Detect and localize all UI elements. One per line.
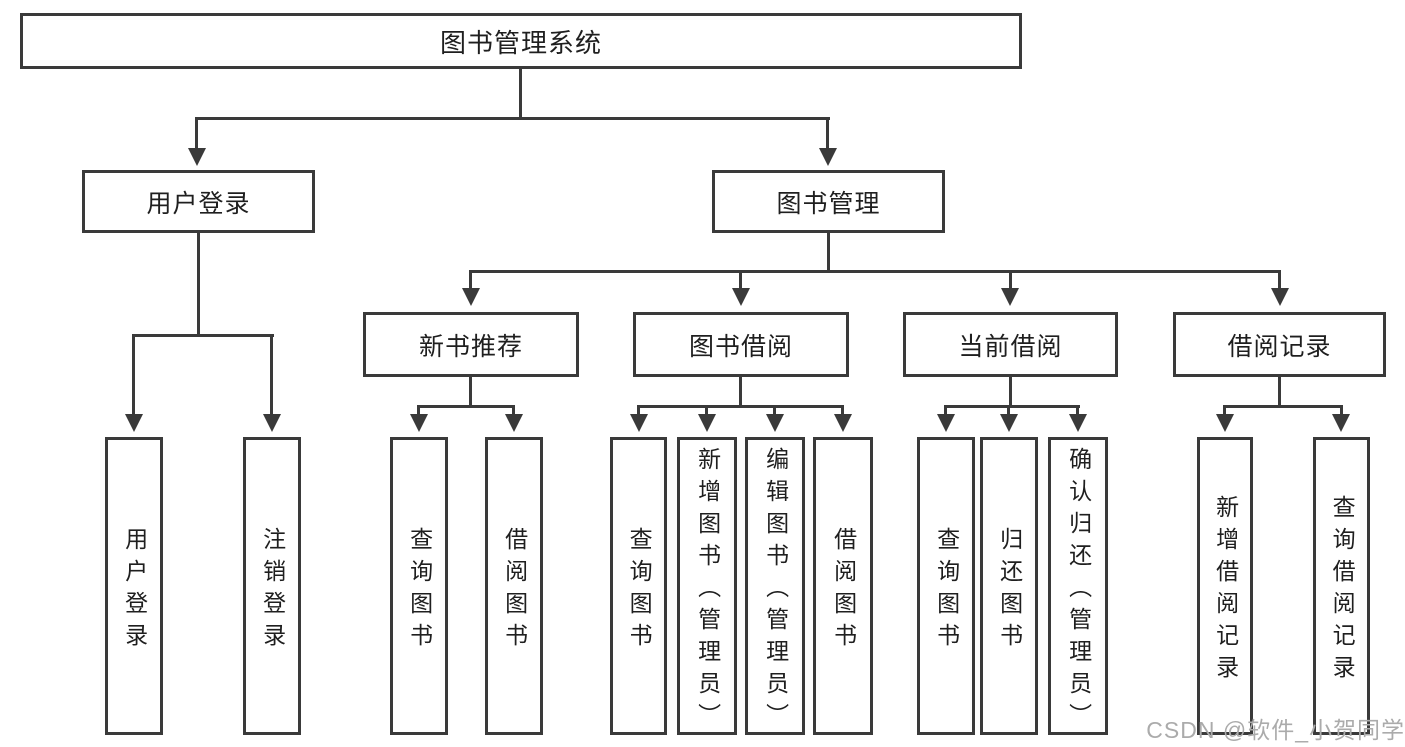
connector-line xyxy=(1076,405,1079,417)
leaf-label: 用户登录 xyxy=(121,526,148,655)
connector-line xyxy=(469,270,1281,273)
arrowhead-icon xyxy=(732,288,750,306)
leaf-label: 查询借阅记录 xyxy=(1329,494,1356,687)
connector-line xyxy=(1278,270,1281,290)
connector-line xyxy=(773,405,776,417)
connector-line xyxy=(417,405,514,408)
arrowhead-icon xyxy=(819,148,837,166)
arrowhead-icon xyxy=(834,414,852,432)
node-borrow-records: 借阅记录 xyxy=(1173,312,1386,377)
leaf-borrow-book-recommend: 借阅图书 xyxy=(485,437,543,735)
leaf-label: 查询图书 xyxy=(626,526,653,655)
leaf-label: 借阅图书 xyxy=(830,526,857,655)
connector-line xyxy=(519,67,522,119)
connector-line xyxy=(739,270,742,290)
leaf-label: 借阅图书 xyxy=(501,526,528,655)
connector-line xyxy=(1007,405,1010,417)
arrowhead-icon xyxy=(505,414,523,432)
arrowhead-icon xyxy=(1069,414,1087,432)
connector-line xyxy=(1278,376,1281,407)
connector-line xyxy=(469,376,472,407)
arrowhead-icon xyxy=(630,414,648,432)
connector-line xyxy=(270,334,273,416)
leaf-confirm-return-admin: 确认归还（管理员） xyxy=(1048,437,1108,735)
connector-line xyxy=(417,405,420,417)
arrowhead-icon xyxy=(937,414,955,432)
connector-line xyxy=(132,334,274,337)
leaf-label: 确认归还（管理员） xyxy=(1065,446,1092,735)
connector-line xyxy=(196,117,830,120)
node-current-borrow: 当前借阅 xyxy=(903,312,1118,377)
node-new-book-recommend: 新书推荐 xyxy=(363,312,579,377)
connector-line xyxy=(827,232,830,272)
connector-line xyxy=(1340,405,1343,417)
connector-line xyxy=(826,117,829,150)
leaf-label: 新增图书（管理员） xyxy=(694,446,721,735)
leaf-borrow-book: 借阅图书 xyxy=(813,437,873,735)
arrowhead-icon xyxy=(766,414,784,432)
leaf-add-book-admin: 新增图书（管理员） xyxy=(677,437,737,735)
connector-line xyxy=(1009,376,1012,407)
leaf-label: 注销登录 xyxy=(259,526,286,655)
arrowhead-icon xyxy=(188,148,206,166)
node-user-login: 用户登录 xyxy=(82,170,315,233)
arrowhead-icon xyxy=(1216,414,1234,432)
connector-line xyxy=(512,405,515,417)
connector-line xyxy=(705,405,708,417)
leaf-label: 查询图书 xyxy=(933,526,960,655)
arrowhead-icon xyxy=(263,414,281,432)
arrowhead-icon xyxy=(1332,414,1350,432)
node-book-manage: 图书管理 xyxy=(712,170,945,233)
leaf-label: 新增借阅记录 xyxy=(1212,494,1239,687)
leaf-query-book-borrow: 查询图书 xyxy=(610,437,667,735)
leaf-edit-book-admin: 编辑图书（管理员） xyxy=(745,437,805,735)
arrowhead-icon xyxy=(1271,288,1289,306)
connector-line xyxy=(637,405,640,417)
arrowhead-icon xyxy=(410,414,428,432)
leaf-label: 归还图书 xyxy=(996,526,1023,655)
connector-line xyxy=(1009,270,1012,290)
leaf-return-book: 归还图书 xyxy=(980,437,1038,735)
leaf-label: 编辑图书（管理员） xyxy=(762,446,789,735)
connector-line xyxy=(469,270,472,290)
connector-line xyxy=(195,117,198,150)
connector-line xyxy=(944,405,947,417)
connector-line xyxy=(1223,405,1343,408)
connector-line xyxy=(197,232,200,336)
connector-line xyxy=(637,405,844,408)
node-book-borrow: 图书借阅 xyxy=(633,312,849,377)
connector-line xyxy=(132,334,135,416)
leaf-user-login: 用户登录 xyxy=(105,437,163,735)
leaf-logout: 注销登录 xyxy=(243,437,301,735)
connector-line xyxy=(944,405,1080,408)
arrowhead-icon xyxy=(125,414,143,432)
arrowhead-icon xyxy=(462,288,480,306)
leaf-query-book-current: 查询图书 xyxy=(917,437,975,735)
csdn-watermark: CSDN @软件_小贺同学 xyxy=(1146,717,1405,743)
connector-line xyxy=(1223,405,1226,417)
leaf-query-borrow-record: 查询借阅记录 xyxy=(1313,437,1370,735)
leaf-add-borrow-record: 新增借阅记录 xyxy=(1197,437,1253,735)
node-library-system: 图书管理系统 xyxy=(20,13,1022,69)
leaf-query-book-recommend: 查询图书 xyxy=(390,437,448,735)
arrowhead-icon xyxy=(698,414,716,432)
connector-line xyxy=(739,376,742,407)
arrowhead-icon xyxy=(1001,288,1019,306)
connector-line xyxy=(841,405,844,417)
arrowhead-icon xyxy=(1000,414,1018,432)
leaf-label: 查询图书 xyxy=(406,526,433,655)
